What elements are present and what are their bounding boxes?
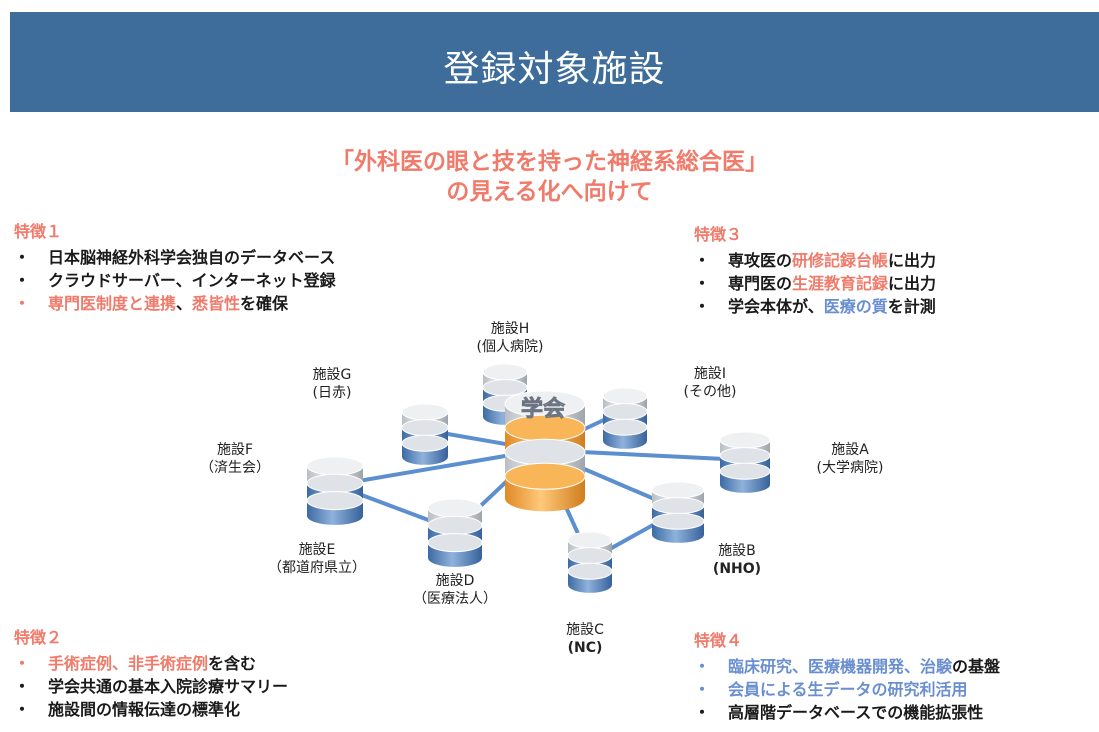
item-text: クラウドサーバー、インターネット登録 <box>48 271 336 290</box>
item-highlight: 会員による生データの研究利活用 <box>728 680 968 699</box>
feature-2-title: 特徴２ <box>14 628 63 647</box>
node-b-sub: (NHO) <box>712 561 762 577</box>
feature-2-list: 手術症例、非手術症例を含む 学会共通の基本入院診療サマリー 施設間の情報伝達の標… <box>14 652 288 721</box>
item-text: を含む <box>208 654 257 673</box>
feature-4-list: 臨床研究、医療機器開発、治験の基盤 会員による生データの研究利活用 高層階データ… <box>694 655 1000 724</box>
item-text: 施設間の情報伝達の標準化 <box>48 700 241 719</box>
list-item: 専門医制度と連携、悉皆性を確保 <box>14 292 336 315</box>
node-c-name: 施設C <box>566 622 604 638</box>
node-e-sub: （都道府県立） <box>268 560 366 576</box>
database-node-e <box>427 498 483 567</box>
node-g-sub: (日赤) <box>312 385 352 401</box>
list-item: 手術症例、非手術症例を含む <box>14 652 288 675</box>
node-a-name: 施設A <box>831 442 869 458</box>
database-node-g <box>401 403 449 465</box>
node-label-a: 施設A (大学病院) <box>800 441 900 477</box>
database-node-c <box>567 531 613 593</box>
item-highlight: 医療の質 <box>823 297 888 316</box>
feature-2: 特徴２ 手術症例、非手術症例を含む 学会共通の基本入院診療サマリー 施設間の情報… <box>14 624 288 721</box>
node-i-name: 施設I <box>693 366 727 382</box>
node-d-name: 施設D <box>435 573 475 589</box>
item-text: 専攻医の <box>728 251 793 270</box>
list-item: 施設間の情報伝達の標準化 <box>14 698 288 721</box>
feature-3: 特徴３ 専攻医の研修記録台帳に出力 専門医の生涯教育記録に出力 学会本体が、医療… <box>694 221 936 318</box>
node-b-name: 施設B <box>718 543 756 559</box>
item-highlight: 研修記録台帳 <box>792 251 889 270</box>
item-highlight: 手術症例、非手術症例 <box>48 654 209 673</box>
item-highlight: 生涯教育記録 <box>792 274 889 293</box>
database-node-b <box>651 481 705 543</box>
feature-1: 特徴１ 日本脳神経外科学会独自のデータベース クラウドサーバー、インターネット登… <box>14 218 336 315</box>
node-label-f: 施設F （済生会） <box>190 441 280 477</box>
title-banner: 登録対象施設 <box>10 12 1099 112</box>
feature-3-title: 特徴３ <box>694 225 743 244</box>
node-label-e: 施設E （都道府県立） <box>262 541 372 577</box>
node-h-name: 施設H <box>490 321 530 337</box>
list-item: 専攻医の研修記録台帳に出力 <box>694 249 936 272</box>
feature-1-title: 特徴１ <box>14 222 63 241</box>
list-item: 専門医の生涯教育記録に出力 <box>694 272 936 295</box>
node-label-d: 施設D （医療法人） <box>405 572 505 608</box>
list-item: 日本脳神経外科学会独自のデータベース <box>14 246 336 269</box>
item-highlight: 臨床研究、医療機器開発、治験 <box>728 657 953 676</box>
item-text: を確保 <box>240 294 289 313</box>
node-label-h: 施設H (個人病院) <box>465 320 555 356</box>
feature-4: 特徴４ 臨床研究、医療機器開発、治験の基盤 会員による生データの研究利活用 高層… <box>694 627 1000 724</box>
list-item: 高層階データベースでの機能拡張性 <box>694 701 1000 724</box>
item-highlight: 悉皆性 <box>192 294 241 313</box>
item-text: 高層階データベースでの機能拡張性 <box>728 703 984 722</box>
list-item: 学会本体が、医療の質を計測 <box>694 295 936 318</box>
node-label-b: 施設B (NHO) <box>702 542 772 578</box>
subtitle-line-1: 「外科医の眼と技を持った神経系総合医」 <box>331 149 768 175</box>
item-text: 学会本体が、 <box>728 297 824 316</box>
item-text: 日本脳神経外科学会独自のデータベース <box>48 248 336 267</box>
feature-3-list: 専攻医の研修記録台帳に出力 専門医の生涯教育記録に出力 学会本体が、医療の質を計… <box>694 249 936 318</box>
item-text: を計測 <box>887 297 936 316</box>
node-i-sub: (その他) <box>683 384 737 400</box>
item-text: 学会共通の基本入院診療サマリー <box>48 677 289 696</box>
list-item: 学会共通の基本入院診療サマリー <box>14 675 288 698</box>
node-d-sub: （医療法人） <box>413 591 497 607</box>
list-item: クラウドサーバー、インターネット登録 <box>14 269 336 292</box>
node-f-sub: （済生会） <box>200 460 270 476</box>
node-a-sub: (大学病院) <box>816 460 884 476</box>
item-text: 専門医の <box>728 274 793 293</box>
item-text: 、 <box>176 294 193 313</box>
page-title: 登録対象施設 <box>443 49 666 90</box>
database-hub <box>504 390 586 512</box>
list-item: 会員による生データの研究利活用 <box>694 678 1000 701</box>
node-h-sub: (個人病院) <box>476 339 544 355</box>
list-item: 臨床研究、医療機器開発、治験の基盤 <box>694 655 1000 678</box>
node-f-name: 施設F <box>216 442 254 458</box>
node-label-g: 施設G (日赤) <box>297 366 367 402</box>
item-text: の基盤 <box>952 657 1001 676</box>
hub-label: 学会 <box>521 396 565 422</box>
node-e-name: 施設E <box>298 542 336 558</box>
item-text: に出力 <box>888 251 937 270</box>
database-node-a <box>719 431 771 493</box>
feature-1-list: 日本脳神経外科学会独自のデータベース クラウドサーバー、インターネット登録 専門… <box>14 246 336 315</box>
node-label-i: 施設I (その他) <box>670 365 750 401</box>
subtitle-line-2: の見える化へ向けて <box>446 179 653 205</box>
database-node-f <box>306 456 364 525</box>
feature-4-title: 特徴４ <box>694 631 743 650</box>
item-text: に出力 <box>888 274 937 293</box>
node-label-c: 施設C (NC) <box>555 621 615 657</box>
node-c-sub: (NC) <box>567 640 603 656</box>
node-g-name: 施設G <box>312 367 352 383</box>
item-highlight: 専門医制度と連携 <box>48 294 177 313</box>
database-node-i <box>602 387 648 449</box>
